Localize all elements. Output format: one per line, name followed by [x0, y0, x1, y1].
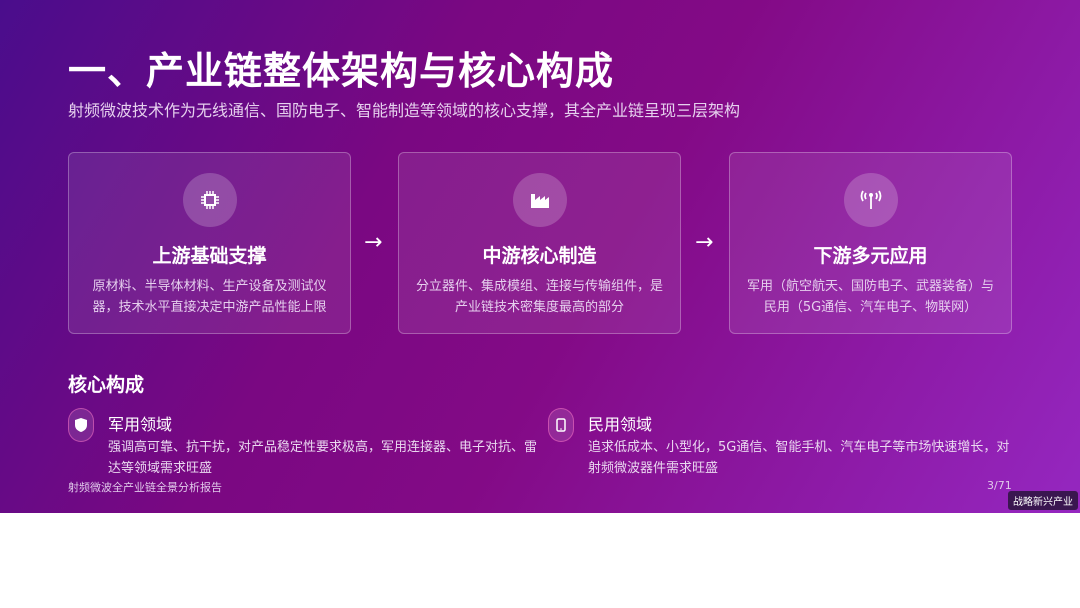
card-downstream: 下游多元应用 军用（航空航天、国防电子、武器装备）与民用（5G通信、汽车电子、物…	[729, 152, 1012, 334]
mobile-icon	[548, 408, 574, 442]
arrow-right-icon: →	[695, 230, 714, 255]
shield-icon	[68, 408, 94, 442]
item-title: 军用领域	[108, 415, 173, 434]
card-desc: 原材料、半导体材料、生产设备及测试仪器，技术水平直接决定中游产品性能上限	[92, 279, 327, 315]
item-title: 民用领域	[588, 415, 653, 434]
card-midstream: 中游核心制造 分立器件、集成模组、连接与传输组件，是产业链技术密集度最高的部分	[398, 152, 681, 334]
card-title: 上游基础支撑	[152, 245, 267, 267]
item-desc: 强调高可靠、抗干扰，对产品稳定性要求极高，军用连接器、电子对抗、雷达等领域需求旺…	[108, 440, 538, 476]
slide: 一、产业链整体架构与核心构成 射频微波技术作为无线通信、国防电子、智能制造等领域…	[0, 0, 1080, 513]
footer-report: 射频微波全产业链全景分析报告	[68, 481, 222, 494]
arrow-right-icon: →	[364, 230, 383, 255]
item-desc: 追求低成本、小型化，5G通信、智能手机、汽车电子等市场快速增长，对射频微波器件需…	[588, 440, 1010, 476]
card-title: 中游核心制造	[482, 245, 597, 267]
antenna-icon	[843, 173, 898, 227]
card-desc: 分立器件、集成模组、连接与传输组件，是产业链技术密集度最高的部分	[415, 279, 663, 315]
card-title: 下游多元应用	[813, 245, 928, 267]
factory-icon	[512, 173, 567, 227]
card-upstream: 上游基础支撑 原材料、半导体材料、生产设备及测试仪器，技术水平直接决定中游产品性…	[68, 152, 351, 334]
page-number: 3/71	[987, 479, 1012, 492]
page-title: 一、产业链整体架构与核心构成	[68, 49, 615, 93]
watermark-badge: 战略新兴产业	[1008, 491, 1078, 510]
section-title: 核心构成	[68, 374, 145, 396]
chip-icon	[182, 173, 237, 227]
card-desc: 军用（航空航天、国防电子、武器装备）与民用（5G通信、汽车电子、物联网）	[746, 279, 994, 315]
page-subtitle: 射频微波技术作为无线通信、国防电子、智能制造等领域的核心支撑，其全产业链呈现三层…	[68, 101, 741, 120]
